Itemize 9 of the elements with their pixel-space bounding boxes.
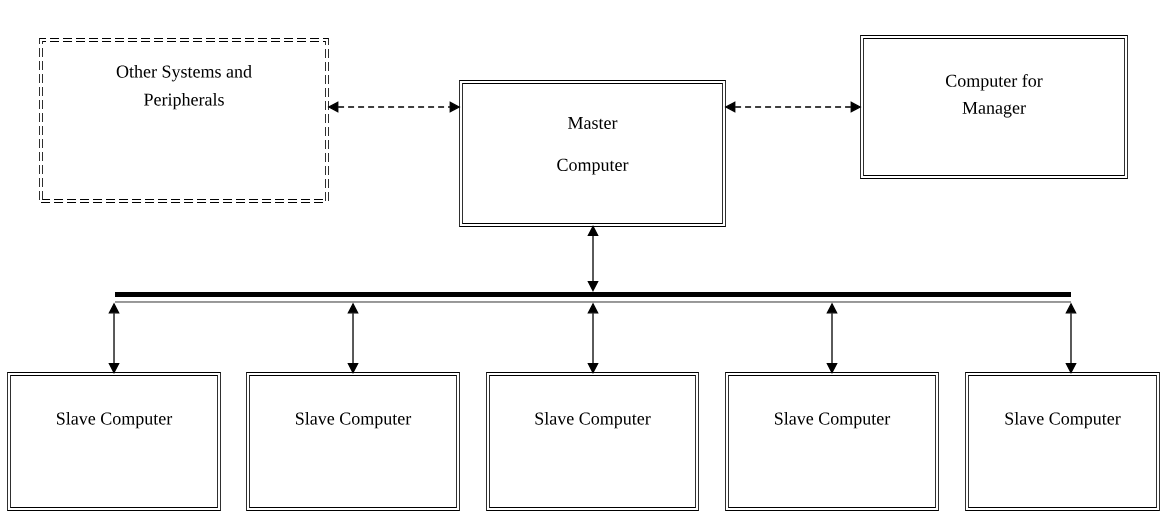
computer-box: Master Computer	[459, 80, 726, 227]
computer-box: Slave Computer	[965, 372, 1160, 511]
computer-box: Slave Computer	[246, 372, 460, 511]
computer-box: Slave Computer	[725, 372, 939, 511]
arrow	[587, 225, 599, 292]
computer-box: Computer for Manager	[860, 35, 1128, 179]
computer-box: Slave Computer	[7, 372, 221, 511]
system-box: Other Systems and Peripherals	[39, 38, 329, 203]
computer-box: Slave Computer	[486, 372, 699, 511]
